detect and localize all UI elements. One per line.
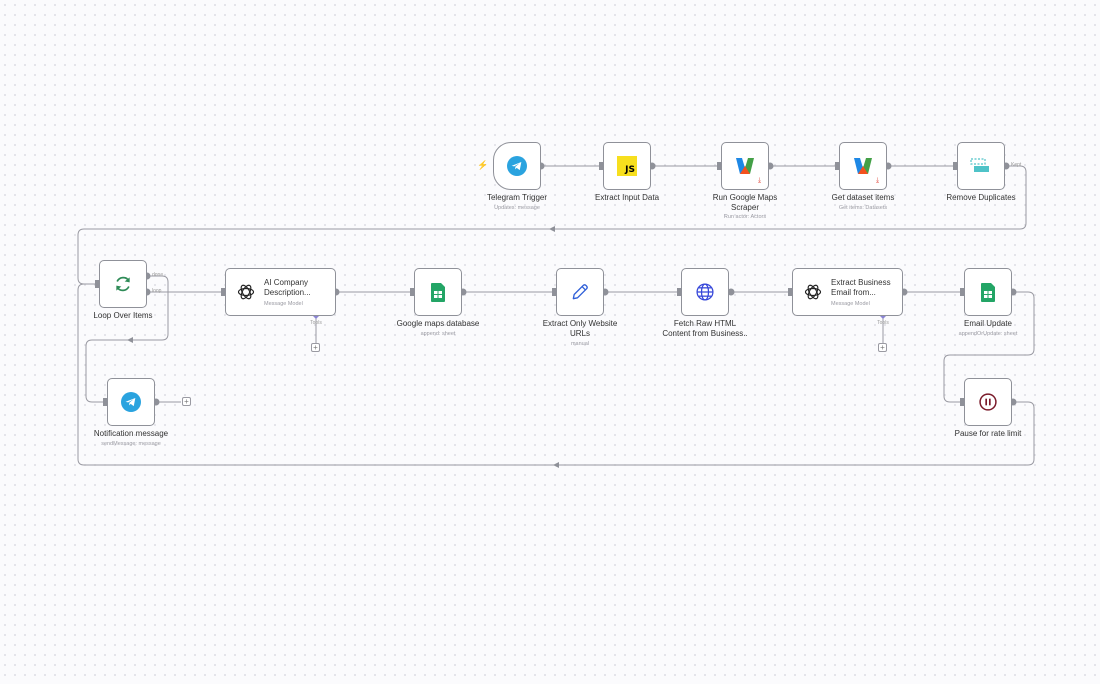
title-extract-business-email: Extract Business Email from... <box>831 277 891 297</box>
label-fetch-raw-html: Fetch Raw HTML Content from Business.. <box>662 319 748 338</box>
trigger-bolt-icon: ⚡ <box>477 160 489 170</box>
node-notification-message[interactable] <box>107 378 155 426</box>
sub-get-dataset: Get items: Datasets <box>838 205 888 211</box>
sub-run-scraper: Run actor: Actors <box>723 214 767 220</box>
node-fetch-raw-html[interactable] <box>681 268 729 316</box>
globe-icon <box>696 283 714 301</box>
pause-icon <box>979 393 997 411</box>
loop-icon <box>116 276 130 292</box>
node-extract-business-email[interactable]: Extract Business Email from... Message M… <box>792 268 903 316</box>
add-tool-ai-button[interactable]: + <box>311 343 320 352</box>
label-google-maps-database: Google maps database <box>396 319 480 328</box>
node-loop-over-items[interactable] <box>99 260 147 308</box>
port-label-loop: loop <box>152 288 162 294</box>
sub-google-maps-database: append: sheet <box>420 331 456 337</box>
node-ai-company-description[interactable]: AI Company Description... Message Model <box>225 268 336 316</box>
download-mark-icon: ⤓ <box>876 177 880 184</box>
sub-extract-website-urls: manual <box>570 341 590 347</box>
tools-label-ai: Tools <box>310 320 322 326</box>
node-google-maps-database[interactable] <box>414 268 462 316</box>
openai-icon <box>804 284 822 300</box>
node-extract-input[interactable]: JS <box>603 142 651 190</box>
port-label-kept: Kept <box>1011 162 1022 168</box>
node-telegram-trigger[interactable] <box>493 142 541 190</box>
node-extract-website-urls[interactable] <box>556 268 604 316</box>
label-telegram-trigger: Telegram Trigger <box>486 193 548 202</box>
js-icon-text: JS <box>625 165 635 175</box>
sub-notification-message: sendMessage: message <box>101 441 161 447</box>
node-get-dataset[interactable]: ⤓ <box>839 142 887 190</box>
add-tool-email-button[interactable]: + <box>878 343 887 352</box>
title-ai-company-description: AI Company Description... <box>264 277 311 297</box>
label-extract-website-urls: Extract Only Website URLs <box>542 319 618 338</box>
openai-icon <box>237 284 255 300</box>
apify-icon <box>736 158 754 174</box>
sub-ai-company-description: Message Model <box>264 300 303 307</box>
node-run-scraper[interactable]: ⤓ <box>721 142 769 190</box>
download-mark-icon: ⤓ <box>758 177 762 184</box>
sub-extract-business-email: Message Model <box>831 300 870 307</box>
arrow-bottom-return <box>553 462 559 468</box>
google-sheets-icon <box>431 282 445 302</box>
tools-label-email: Tools <box>877 320 889 326</box>
arrow-top-return <box>549 226 555 232</box>
telegram-icon <box>507 156 527 176</box>
node-remove-duplicates[interactable] <box>957 142 1005 190</box>
node-email-update[interactable] <box>964 268 1012 316</box>
label-remove-duplicates: Remove Duplicates <box>946 193 1016 202</box>
label-extract-input: Extract Input Data <box>594 193 660 202</box>
node-pause-rate-limit[interactable] <box>964 378 1012 426</box>
edge-pause-loop <box>77 283 1035 466</box>
apify-icon <box>854 158 872 174</box>
telegram-icon <box>121 392 141 412</box>
pen-icon <box>572 284 588 300</box>
arrow-mid-return <box>127 337 133 343</box>
label-notification-message: Notification message <box>93 429 169 438</box>
javascript-icon: JS <box>617 156 637 176</box>
remove-duplicates-icon <box>970 158 989 172</box>
google-sheets-icon <box>981 282 995 302</box>
edge-update-pause <box>943 291 1035 403</box>
sub-telegram-trigger: Updates: message <box>494 205 540 211</box>
label-loop-over-items: Loop Over Items <box>93 311 153 320</box>
label-run-scraper: Run Google Maps Scraper <box>712 193 778 212</box>
label-email-update: Email Update <box>963 319 1013 328</box>
label-pause-rate-limit: Pause for rate limit <box>954 429 1022 438</box>
add-node-after-notification-button[interactable]: + <box>182 397 191 406</box>
sub-email-update: appendOrUpdate: sheet <box>958 331 1018 337</box>
port-label-done: done <box>152 272 164 278</box>
label-get-dataset: Get dataset items <box>831 193 895 202</box>
